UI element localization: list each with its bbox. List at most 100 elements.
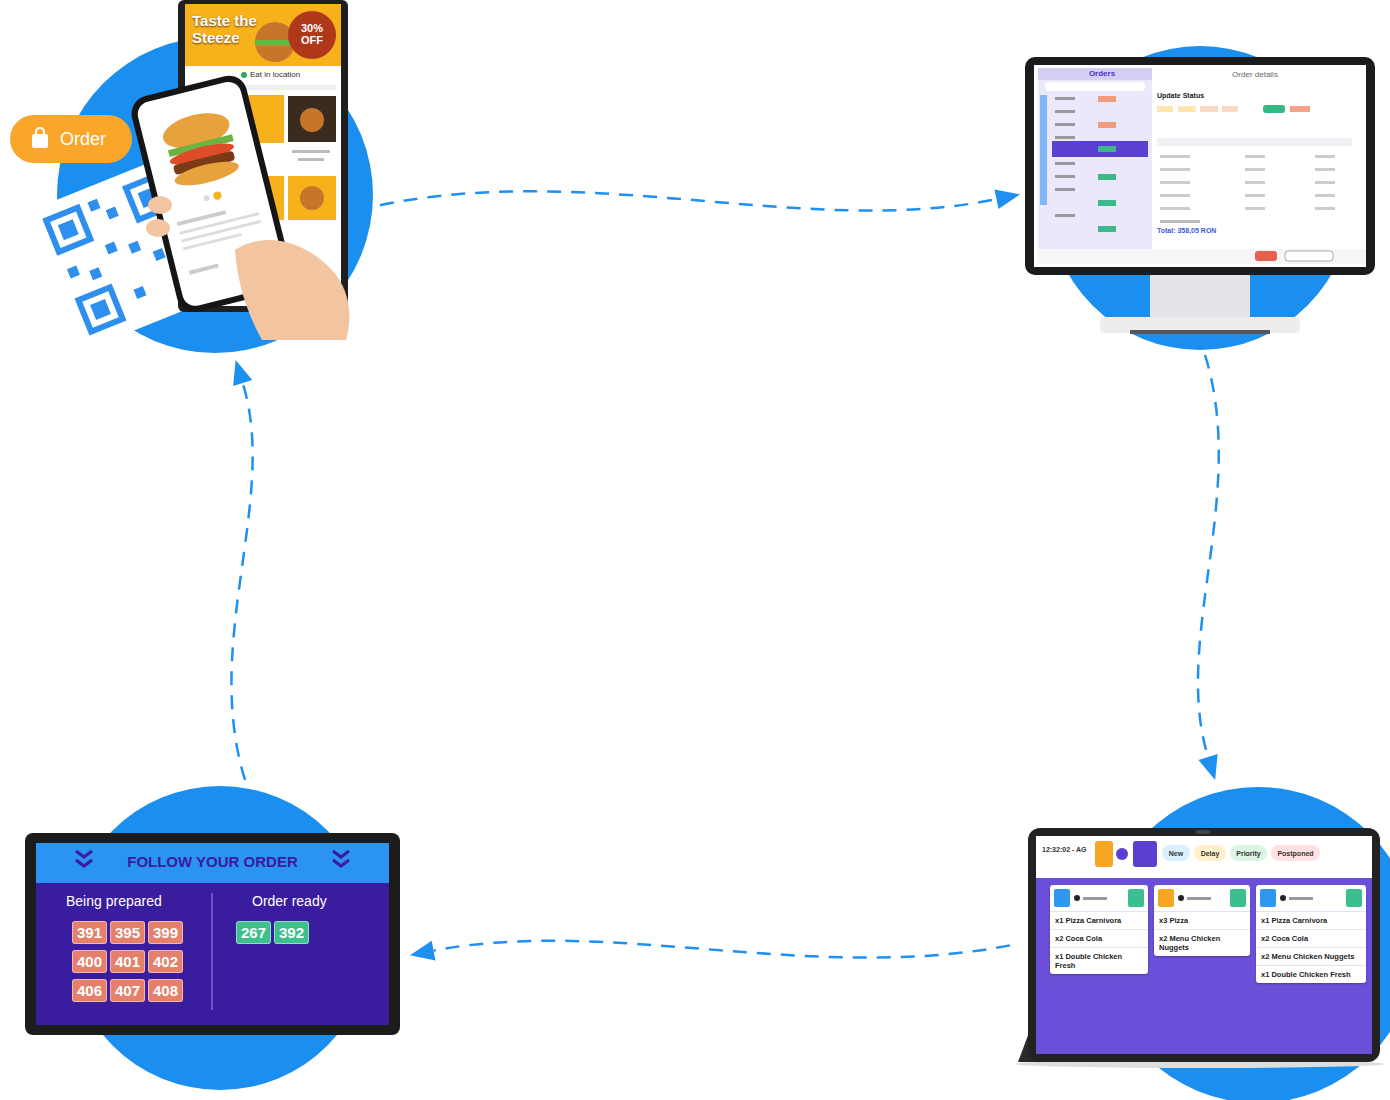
row-line — [1055, 136, 1075, 139]
ticket-status-block — [1346, 889, 1362, 907]
node-label: Order — [60, 129, 106, 150]
order-ticket: x3 Pizzax2 Menu Chicken Nuggets — [1154, 885, 1250, 956]
qr-module — [67, 265, 80, 278]
arrow-head — [233, 360, 252, 386]
kitchen-tablet: 12:32:02 - AG New DelayPriority Postponed x1… — [1010, 780, 1385, 1098]
node-label: 267 — [241, 924, 266, 941]
flow-connector — [434, 941, 1010, 958]
table-cell — [1160, 168, 1190, 171]
orders-header — [1038, 68, 1152, 80]
burger-image — [300, 108, 324, 132]
selected-row — [1052, 141, 1148, 157]
bottom-bar — [1038, 249, 1366, 264]
qr-finder — [42, 204, 94, 256]
search-bar — [1045, 82, 1145, 91]
total-amount: Total: 358,05 RON — [1157, 227, 1267, 235]
qr-module — [106, 207, 119, 220]
text-line — [298, 158, 324, 161]
column-heading: Order ready — [252, 893, 377, 909]
chevron — [76, 860, 92, 866]
pager-dot — [213, 191, 223, 201]
ticket-line — [1289, 897, 1313, 900]
clock-label: 12:32:02 - AG — [1042, 846, 1092, 854]
all-tab — [1133, 841, 1157, 867]
node-label: New — [1169, 850, 1183, 857]
ticket-line — [1187, 897, 1211, 900]
text-line — [183, 233, 242, 250]
arrow-head — [410, 941, 435, 961]
chevron — [333, 860, 349, 866]
table-cell — [1160, 181, 1190, 184]
bag-icon-shape — [30, 127, 50, 149]
ticket-item: x3 Pizza — [1154, 911, 1250, 929]
ticket-item: x1 Double Chicken Fresh — [1050, 947, 1148, 974]
ticket-item: x2 Coca Cola — [1050, 929, 1148, 947]
panel-title: Orders — [1062, 69, 1142, 78]
text-line — [189, 263, 219, 274]
menu-caption: Eat in location — [250, 70, 335, 79]
row-line — [1055, 110, 1075, 113]
row-line — [1055, 97, 1075, 100]
bar-button — [1285, 251, 1333, 261]
status-filter-pill: Delay — [1194, 845, 1226, 861]
bag-body — [32, 134, 48, 148]
burger-bun — [173, 157, 241, 190]
order-number-badge: 400 — [72, 950, 107, 973]
table-cell — [1315, 207, 1335, 210]
order-ticket: x1 Pizza Carnivorax2 Coca Colax1 Double … — [1050, 885, 1148, 974]
order-display-drawing — [25, 833, 400, 1035]
qr-finder — [90, 299, 111, 320]
node-label: Postponed — [1277, 850, 1313, 857]
column-heading: Being prepared — [66, 893, 206, 909]
order-number-badge: 406 — [72, 979, 107, 1002]
status-filter-pill: New — [1162, 845, 1190, 861]
row-tag — [1098, 96, 1116, 102]
node-label: 407 — [115, 982, 140, 999]
ticket-item: x2 Menu Chicken Nuggets — [1154, 929, 1250, 956]
ticket-dot — [1280, 895, 1286, 901]
node-label: 391 — [77, 924, 102, 941]
tablet-screen — [1036, 836, 1372, 1054]
divider — [211, 893, 213, 1010]
row-tag — [1098, 200, 1116, 206]
tablet-frame — [1028, 828, 1380, 1062]
burger-image — [300, 186, 324, 210]
monitor-frame — [1025, 57, 1375, 275]
row-line — [1055, 162, 1075, 165]
node-label: 406 — [77, 982, 102, 999]
qr-finder — [58, 219, 79, 240]
display-band — [36, 843, 389, 883]
monitor-stand — [1150, 272, 1250, 320]
node-label: 392 — [279, 924, 304, 941]
bag-handle — [36, 128, 44, 135]
node-label: 401 — [115, 953, 140, 970]
qr-module — [89, 267, 102, 280]
side-column — [1040, 95, 1047, 205]
display-screen — [36, 843, 389, 1025]
flow-connector — [1198, 355, 1219, 757]
row-tag — [1098, 226, 1116, 232]
promo-banner — [185, 4, 341, 66]
ticket-item: x1 Pizza Carnivora — [1050, 911, 1148, 929]
text-line — [292, 150, 330, 153]
monitor-screen — [1034, 65, 1366, 267]
orders-panel — [1038, 68, 1152, 264]
ticket-item: x1 Pizza Carnivora — [1256, 911, 1366, 929]
row-tag — [1098, 174, 1116, 180]
node-label: 399 — [153, 924, 178, 941]
status-filter-pill: Priority — [1230, 845, 1267, 861]
status-pill — [1200, 106, 1218, 112]
qr-module — [128, 241, 141, 254]
table-cell — [1245, 155, 1265, 158]
kitchen-tablet-drawing — [1015, 828, 1385, 1068]
qr-module — [105, 241, 118, 254]
ticket-dot — [1178, 895, 1184, 901]
qr-finder — [74, 283, 126, 335]
pos-monitor-drawing — [1025, 57, 1375, 334]
flow-connector — [231, 383, 252, 780]
ticket-status-block — [1230, 889, 1246, 907]
finger — [146, 219, 170, 237]
row-line — [1055, 123, 1075, 126]
ticket-number-block — [1158, 889, 1174, 907]
